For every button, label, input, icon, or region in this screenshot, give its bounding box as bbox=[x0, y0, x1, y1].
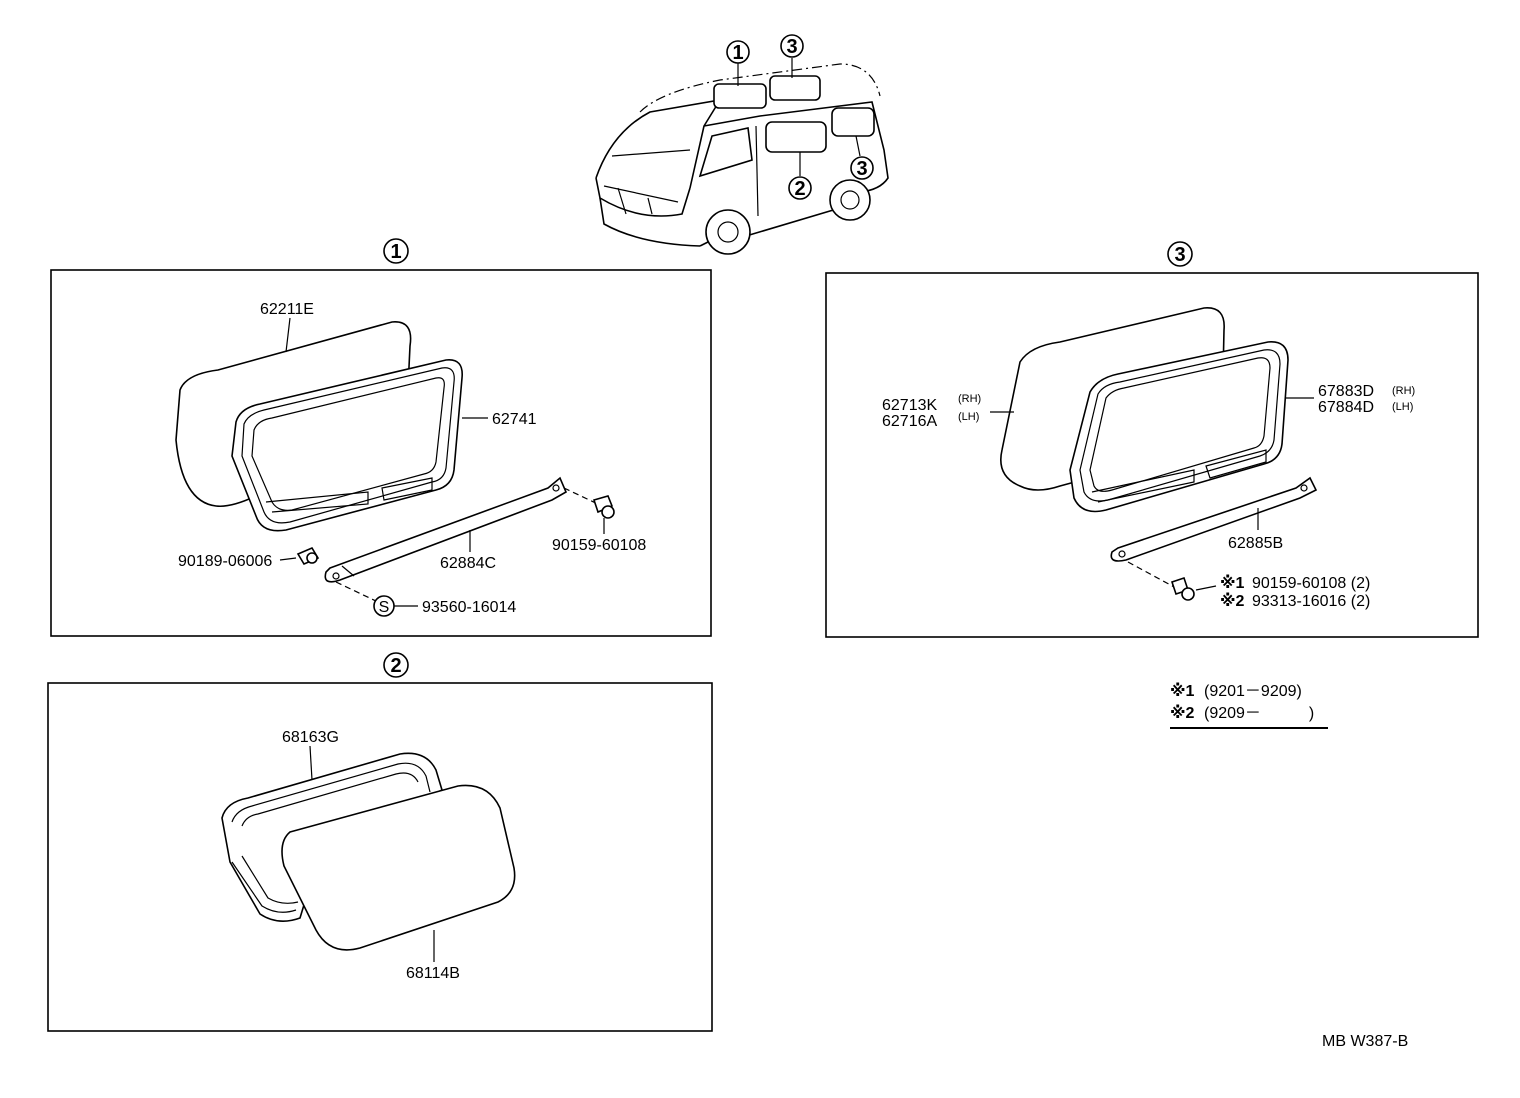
van-callout-3-top: 3 bbox=[780, 34, 804, 58]
van-callout-1: 1 bbox=[726, 40, 750, 64]
seal-62741 bbox=[231, 359, 463, 532]
stay-62884c bbox=[324, 476, 568, 583]
label-67883d: 67883D bbox=[1318, 383, 1374, 400]
diagram-code: MB W387-B bbox=[1322, 1033, 1408, 1050]
side-window-2 bbox=[765, 121, 827, 153]
label-90189-06006: 90189-06006 bbox=[178, 553, 272, 570]
label-62884c: 62884C bbox=[440, 555, 496, 572]
label-67884d: 67884D bbox=[1318, 399, 1374, 416]
svg-text:1: 1 bbox=[732, 42, 743, 64]
stay-62885b bbox=[1110, 476, 1318, 562]
seal-67883d-67884d bbox=[1069, 341, 1289, 513]
section-2-panel bbox=[47, 682, 713, 1032]
bolt-section-3-icon bbox=[1127, 561, 1195, 601]
roof-window-3 bbox=[769, 75, 821, 101]
svg-text:3: 3 bbox=[1174, 244, 1185, 266]
clip-90189-06006-icon bbox=[296, 546, 320, 566]
section-1-parts: S bbox=[175, 317, 615, 617]
van-callout-3-rear: 3 bbox=[850, 156, 874, 180]
section-3-panel bbox=[825, 272, 1479, 638]
rear-quarter-window-3 bbox=[831, 107, 875, 137]
label-67883d-side: (RH) bbox=[1392, 385, 1415, 397]
section-2-parts bbox=[221, 745, 516, 962]
front-wheel-icon bbox=[705, 209, 751, 255]
label-68114b: 68114B bbox=[406, 965, 460, 982]
section-1-panel bbox=[50, 269, 712, 637]
bolt-90159-60108-icon bbox=[563, 487, 615, 519]
section-2-header: 2 bbox=[383, 652, 409, 678]
legend-row1-mark: ※1 bbox=[1170, 682, 1195, 700]
svg-text:2: 2 bbox=[390, 655, 401, 677]
rear-wheel-icon bbox=[829, 179, 871, 221]
label-68163g: 68163G bbox=[282, 729, 339, 746]
section-1-header: 1 bbox=[383, 238, 409, 264]
legend-row2-mark: ※2 bbox=[1170, 704, 1195, 722]
legend-row2-range: (9209－ ) bbox=[1204, 705, 1314, 722]
legend-row1-range: (9201－9209) bbox=[1204, 683, 1302, 700]
svg-text:2: 2 bbox=[794, 178, 805, 200]
label-note1-part: 90159-60108 (2) bbox=[1252, 575, 1370, 592]
label-62885b: 62885B bbox=[1228, 535, 1283, 552]
label-62716a: 62716A bbox=[882, 413, 937, 430]
label-note1-mark: ※1 bbox=[1220, 574, 1245, 592]
svg-text:3: 3 bbox=[786, 36, 797, 58]
van-callout-2: 2 bbox=[788, 176, 812, 200]
date-legend: ※1 (9201－9209) ※2 (9209－ ) bbox=[1170, 682, 1328, 729]
label-93560-16014: 93560-16014 bbox=[422, 599, 516, 616]
van-illustration: 1 3 2 3 bbox=[595, 34, 889, 255]
label-90159-60108: 90159-60108 bbox=[552, 537, 646, 554]
svg-text:1: 1 bbox=[390, 241, 401, 263]
label-62211e: 62211E bbox=[260, 301, 314, 318]
svg-text:3: 3 bbox=[856, 158, 867, 180]
section-3-header: 3 bbox=[1167, 241, 1193, 267]
label-62716a-side: (LH) bbox=[958, 411, 979, 423]
svg-text:S: S bbox=[379, 599, 390, 616]
label-note2-part: 93313-16016 (2) bbox=[1252, 593, 1370, 610]
label-62713k: 62713K bbox=[882, 397, 937, 414]
label-note2-mark: ※2 bbox=[1220, 592, 1245, 610]
section-3-labels: 62713K (RH) 62716A (LH) 67883D (RH) 6788… bbox=[882, 383, 1415, 610]
section-2-labels: 68163G 68114B bbox=[282, 729, 460, 982]
section-3-parts bbox=[990, 307, 1318, 601]
label-62741: 62741 bbox=[492, 411, 537, 428]
roof-window-1 bbox=[713, 83, 767, 109]
label-62713k-side: (RH) bbox=[958, 393, 981, 405]
section-1-labels: 62211E 62741 62884C 90159-60108 90189-06… bbox=[178, 301, 646, 616]
s-mark-icon: S bbox=[373, 595, 395, 617]
label-67884d-side: (LH) bbox=[1392, 401, 1413, 413]
glass-68114b bbox=[281, 784, 516, 951]
